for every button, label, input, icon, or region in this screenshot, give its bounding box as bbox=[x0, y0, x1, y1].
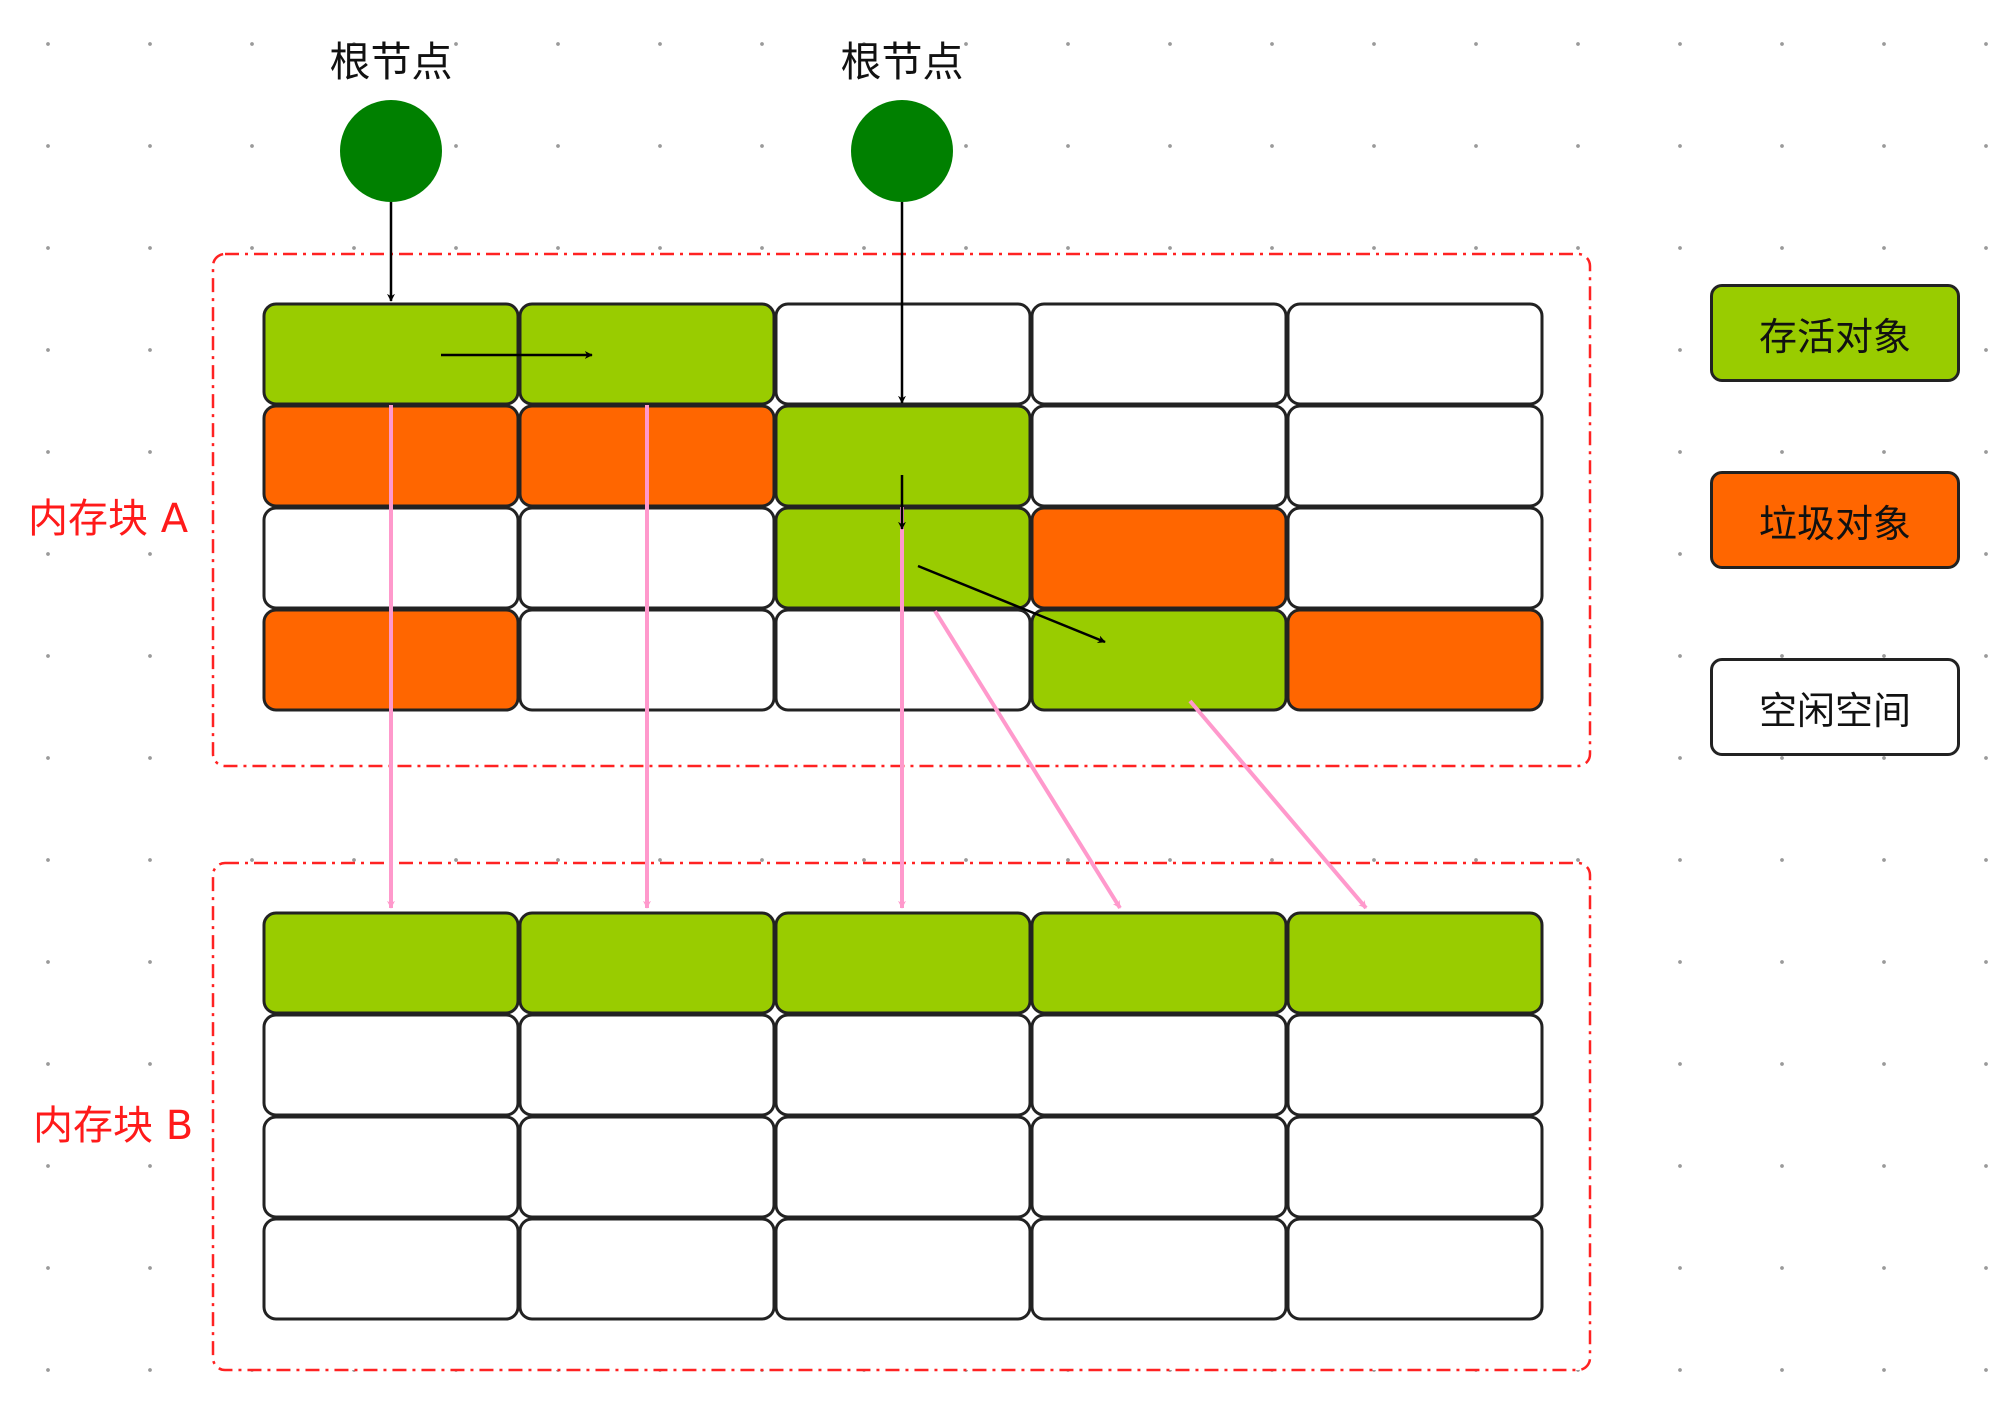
memory-cell-b-r2-c3-free bbox=[774, 1013, 1032, 1117]
copy-arrow-5 bbox=[1188, 699, 1368, 910]
memory-cell-a-r4-c5-garbage bbox=[1286, 608, 1544, 712]
memory-cell-b-r4-c1-free bbox=[262, 1217, 520, 1321]
legend-free-space: 空闲空间 bbox=[1710, 658, 1960, 756]
legend-live-object: 存活对象 bbox=[1710, 284, 1960, 382]
memory-cell-b-r3-c2-free bbox=[518, 1115, 776, 1219]
memory-cell-a-r4-c4-live bbox=[1030, 608, 1288, 712]
copy-arrow-4 bbox=[933, 609, 1122, 910]
memory-cell-a-r1-c5-free bbox=[1286, 302, 1544, 406]
memory-block-a-label: 内存块 A bbox=[28, 496, 189, 542]
memory-cell-b-r3-c4-free bbox=[1030, 1115, 1288, 1219]
memory-cell-b-r4-c4-free bbox=[1030, 1217, 1288, 1321]
memory-cell-b-r1-c3-live bbox=[774, 911, 1032, 1015]
memory-cell-b-r3-c3-free bbox=[774, 1115, 1032, 1219]
memory-cell-b-r2-c2-free bbox=[518, 1013, 776, 1117]
object-reference-arrow-3 bbox=[917, 564, 1106, 644]
root-node-1 bbox=[340, 100, 442, 202]
memory-cell-a-r2-c4-free bbox=[1030, 404, 1288, 508]
memory-cell-b-r4-c2-free bbox=[518, 1217, 776, 1321]
memory-block-b-label: 内存块 B bbox=[33, 1103, 194, 1149]
memory-cell-b-r1-c1-live bbox=[262, 911, 520, 1015]
memory-cell-a-r3-c4-garbage bbox=[1030, 506, 1288, 610]
memory-cell-b-r1-c2-live bbox=[518, 911, 776, 1015]
root-node-label-1: 根节点 bbox=[329, 38, 453, 86]
root-node-label-2: 根节点 bbox=[840, 38, 964, 86]
memory-cell-b-r1-c5-live bbox=[1286, 911, 1544, 1015]
memory-cell-b-r1-c4-live bbox=[1030, 911, 1288, 1015]
memory-cell-a-r1-c4-free bbox=[1030, 302, 1288, 406]
root-node-2 bbox=[851, 100, 953, 202]
memory-cell-a-r3-c5-free bbox=[1286, 506, 1544, 610]
memory-cell-b-r4-c3-free bbox=[774, 1217, 1032, 1321]
memory-cell-b-r4-c5-free bbox=[1286, 1217, 1544, 1321]
memory-cell-a-r2-c5-free bbox=[1286, 404, 1544, 508]
memory-cell-b-r2-c4-free bbox=[1030, 1013, 1288, 1117]
memory-block-b-cells bbox=[262, 911, 1544, 1321]
memory-cell-b-r3-c5-free bbox=[1286, 1115, 1544, 1219]
memory-cell-b-r3-c1-free bbox=[262, 1115, 520, 1219]
memory-cell-b-r2-c5-free bbox=[1286, 1013, 1544, 1117]
legend-garbage-object: 垃圾对象 bbox=[1710, 471, 1960, 569]
memory-cell-b-r2-c1-free bbox=[262, 1013, 520, 1117]
